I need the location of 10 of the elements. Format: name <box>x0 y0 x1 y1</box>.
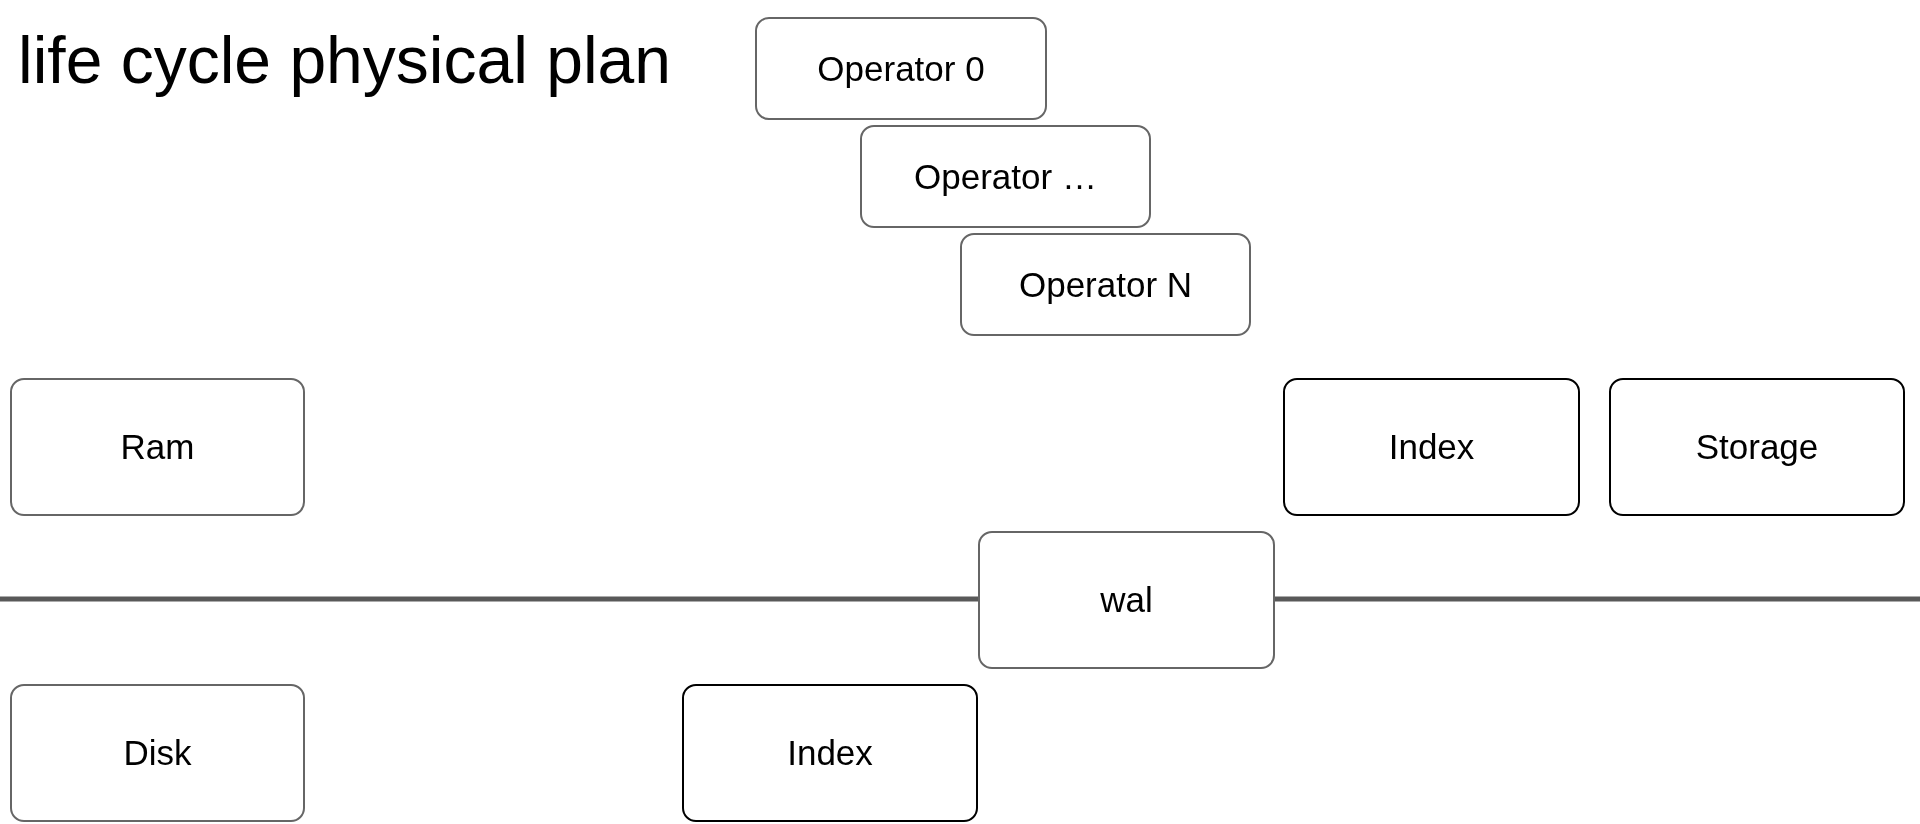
process-box: wal <box>978 531 1275 669</box>
process-box: Index <box>682 684 978 822</box>
process-box: Disk <box>10 684 305 822</box>
process-box: Operator … <box>860 125 1151 228</box>
diagram-title: life cycle physical plan <box>18 22 671 98</box>
process-box: Ram <box>10 378 305 516</box>
process-box: Index <box>1283 378 1580 516</box>
process-box: Operator N <box>960 233 1251 336</box>
process-box: Operator 0 <box>755 17 1047 120</box>
process-box: Storage <box>1609 378 1905 516</box>
